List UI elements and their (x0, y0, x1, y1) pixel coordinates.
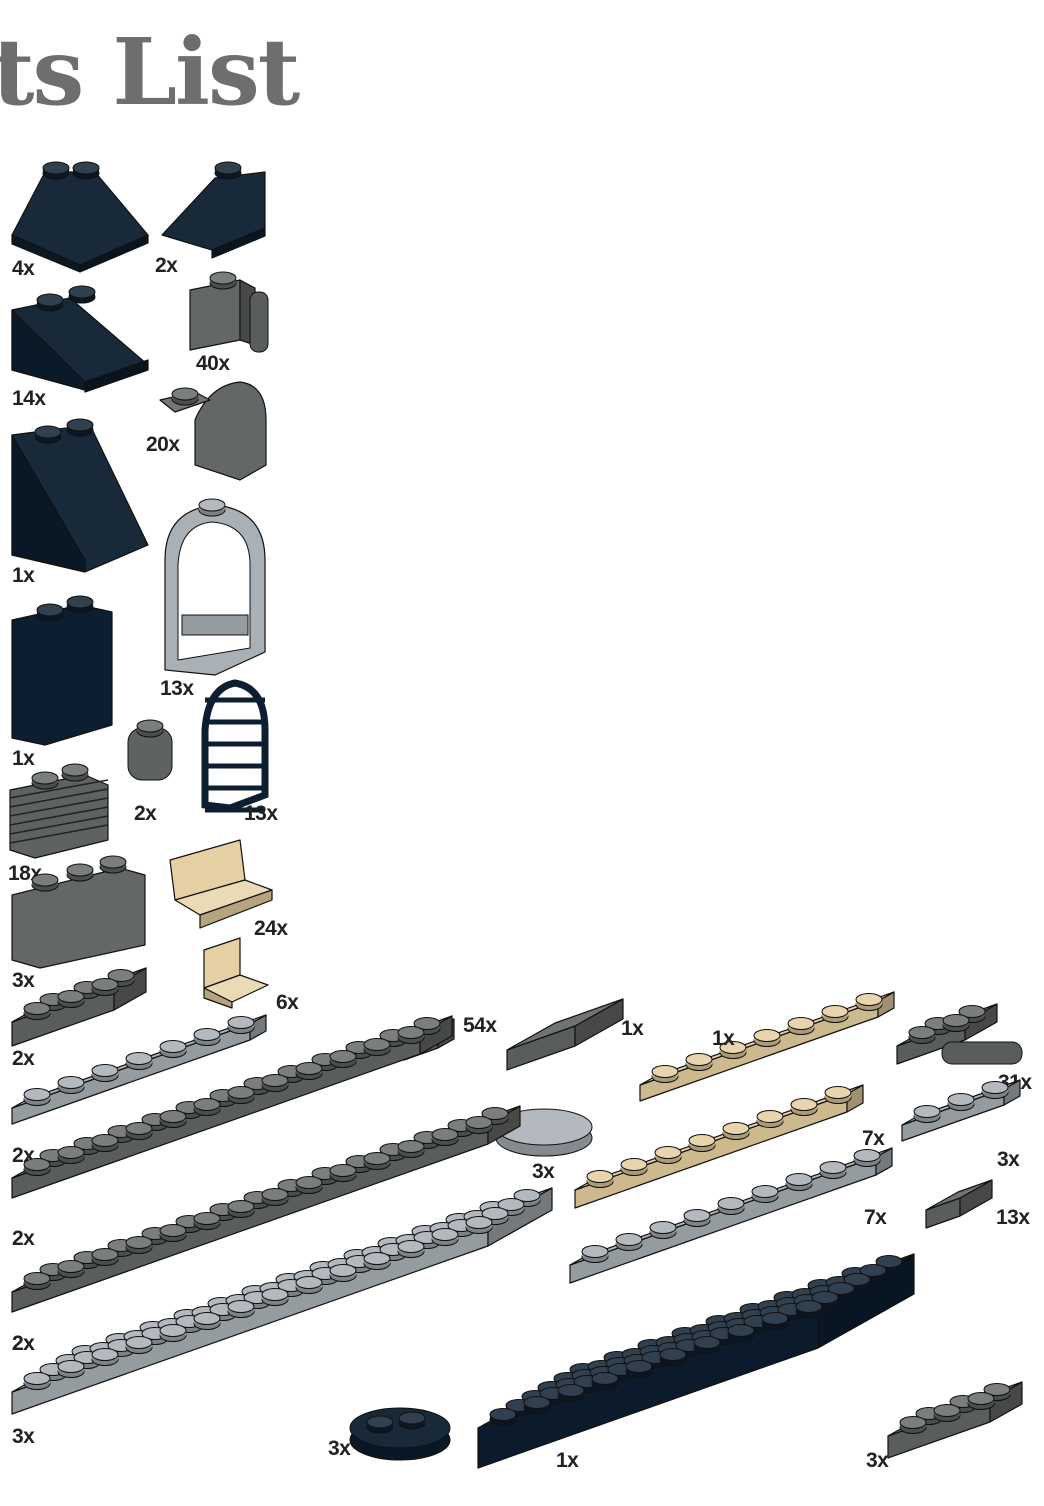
part-quantity: 2x (12, 1227, 35, 1250)
part-quantity: 3x (12, 969, 35, 992)
part-round-brick-1x1: 2x (127, 719, 173, 825)
part-quantity: 1x (621, 1017, 644, 1040)
part-plate-2x2-corner: 3x (866, 1381, 1023, 1472)
part-quantity: 3x (328, 1437, 351, 1460)
part-quantity: 13x (160, 677, 194, 700)
part-window-arch-frame: 13x (160, 498, 266, 700)
part-plate-round-2x2: 3x (328, 1407, 451, 1461)
part-quantity: 2x (12, 1332, 35, 1355)
part-quantity: 40x (196, 352, 230, 375)
part-quantity: 2x (134, 802, 157, 825)
part-brick-1x2x2: 1x (11, 595, 113, 770)
part-quantity: 2x (12, 1332, 35, 1355)
part-quantity: 1x (556, 1449, 579, 1472)
part-quantity: 13x (996, 1206, 1030, 1229)
part-plate-1x2-clips: 31x (896, 1003, 1033, 1094)
part-quantity: 7x (864, 1206, 887, 1229)
part-bracket-1x1: 6x (203, 937, 300, 1014)
part-plate-2x12: 2x (11, 1105, 521, 1355)
part-plate-1x2-rail: 3x (901, 1079, 1021, 1171)
part-plate-1x8: 1x (639, 991, 895, 1102)
part-quantity: 13x (244, 802, 278, 825)
part-quantity: 1x (12, 564, 35, 587)
part-tile-2x2: 1x (506, 998, 645, 1071)
part-brick-1x1-clip: 40x (189, 271, 269, 375)
part-quantity: 3x (532, 1160, 555, 1183)
part-quantity: 24x (254, 917, 288, 940)
part-slope-2x2x2: 1x (11, 418, 149, 587)
part-plate-2x12-b: 2x (12, 1332, 36, 1355)
part-window-lattice: 13x (201, 679, 279, 825)
part-quantity: 4x (12, 257, 35, 280)
part-slope-2x2-double: 4x (11, 161, 149, 280)
part-slope-2x2: 14x (11, 285, 149, 410)
part-plate-2x3: 2x (11, 967, 147, 1070)
part-quantity: 3x (866, 1449, 889, 1472)
part-plate-1x8-b: 7x (574, 1084, 886, 1209)
part-quantity: 3x (12, 1425, 35, 1448)
part-plate-1x6: 2x (11, 1014, 267, 1167)
part-quantity: 7x (862, 1127, 885, 1150)
part-bracket-1x2: 24x (169, 839, 289, 940)
page-title: ts List (0, 18, 300, 126)
part-quantity: 2x (12, 1047, 35, 1070)
part-plate-2x10: 2x (11, 1015, 453, 1250)
part-quantity: 6x (276, 991, 299, 1014)
part-quantity: 20x (146, 433, 180, 456)
part-slope-1x2: 2x (155, 161, 266, 277)
part-quantity: 54x (463, 1014, 497, 1037)
part-plate-6x10: 1x (477, 1253, 915, 1472)
part-brick-profile-1x2: 18x (8, 763, 109, 885)
part-brick-curved-1x2: 20x (146, 381, 267, 481)
part-tile-1x1: 13x (925, 1179, 1031, 1229)
part-quantity: 1x (12, 747, 35, 770)
part-quantity: 1x (712, 1027, 735, 1050)
part-plate-4x12: 3x (11, 1187, 553, 1448)
part-quantity: 2x (155, 254, 178, 277)
part-quantity: 3x (997, 1148, 1020, 1171)
part-quantity: 14x (12, 387, 46, 410)
part-plate-1x8-rail: 7x (569, 1147, 893, 1284)
part-brick-1x3: 3x (11, 855, 146, 992)
